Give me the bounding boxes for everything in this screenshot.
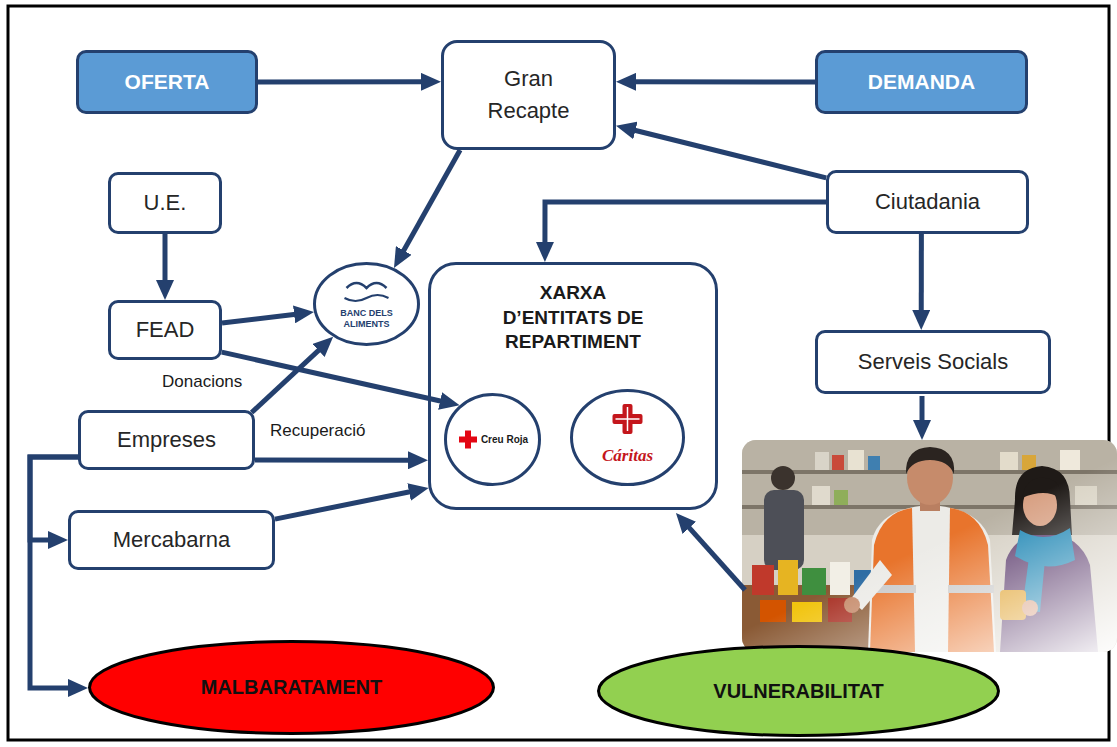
- node-label: Ciutadania: [875, 189, 980, 215]
- caritas-symbol: [613, 404, 643, 434]
- flow-arrow: [30, 457, 78, 688]
- flow-arrow: [255, 457, 414, 462]
- group-box: XARXA D’ENTITATS DE REPARTIMENT Creu Roja…: [428, 262, 718, 510]
- photo-illustration: [742, 440, 1117, 652]
- outcome-ellipse: MALBARATAMENT: [88, 640, 495, 735]
- node-label: Gran Recapte: [474, 63, 584, 127]
- node-label: OFERTA: [125, 70, 210, 94]
- demand-box: DEMANDA: [815, 50, 1028, 114]
- flow-arrow: [545, 202, 826, 248]
- red-cross-symbol: [465, 431, 471, 449]
- edge-label: Donacions: [160, 372, 244, 392]
- node-label: Creu Roja: [481, 434, 528, 445]
- node-label: U.E.: [144, 190, 187, 216]
- node-outline: [446, 395, 540, 485]
- node-label: Cáritas: [602, 446, 653, 466]
- process-box: Gran Recapte: [441, 40, 616, 150]
- flow-arrow: [401, 150, 460, 256]
- node-label: Empreses: [117, 427, 216, 453]
- logo-circle: Creu Roja: [444, 393, 541, 486]
- logo-circle: Cáritas: [570, 389, 685, 486]
- logo-symbol: [345, 283, 389, 301]
- node-outline: [90, 642, 494, 734]
- node-outline: [570, 389, 685, 486]
- node-outline: [599, 647, 999, 736]
- node-outline: [315, 264, 419, 345]
- process-box: Mercabarna: [68, 510, 275, 570]
- node-label: XARXA D’ENTITATS DE REPARTIMENT: [486, 281, 661, 355]
- flow-arrow: [163, 234, 168, 286]
- logo-symbol: [345, 295, 389, 301]
- process-box: Serveis Socials: [815, 330, 1051, 394]
- flow-arrow: [919, 234, 924, 316]
- flow-arrow: [685, 523, 745, 590]
- caritas-symbol: [616, 407, 640, 431]
- node-label: Serveis Socials: [858, 349, 1008, 375]
- process-box: Empreses: [78, 410, 255, 470]
- flow-arrow: [222, 352, 446, 402]
- flow-arrow: [685, 396, 922, 590]
- edge-label: Recuperació: [268, 421, 367, 441]
- logo-circle: BANC DELS ALIMENTS: [313, 262, 420, 346]
- red-cross-symbol: [459, 431, 477, 449]
- node-label: MALBARATAMENT: [201, 676, 382, 699]
- flow-arrow: [252, 346, 323, 412]
- photo-illustration: [742, 440, 1117, 652]
- node-label: DEMANDA: [868, 70, 975, 94]
- logo-symbol: [347, 283, 387, 288]
- flow-arrow: [222, 314, 300, 323]
- flow-arrow: [275, 491, 415, 519]
- process-box: FEAD: [108, 300, 222, 360]
- outcome-ellipse: VULNERABILITAT: [597, 645, 1000, 737]
- process-box: Ciutadania: [826, 170, 1029, 234]
- node-label: VULNERABILITAT: [713, 680, 883, 703]
- node-label: BANC DELS ALIMENTS: [335, 308, 399, 330]
- flow-arrow: [630, 79, 815, 84]
- flow-arrow: [920, 396, 925, 426]
- flow-arrow: [630, 129, 827, 178]
- process-box: U.E.: [108, 172, 222, 234]
- flow-arrow: [258, 79, 427, 84]
- node-label: FEAD: [136, 317, 195, 343]
- node-outline: [313, 262, 420, 346]
- photo-illustration: [742, 440, 1117, 652]
- node-outline: [572, 391, 684, 485]
- supply-box: OFERTA: [76, 50, 258, 114]
- node-label: Mercabarna: [113, 527, 230, 553]
